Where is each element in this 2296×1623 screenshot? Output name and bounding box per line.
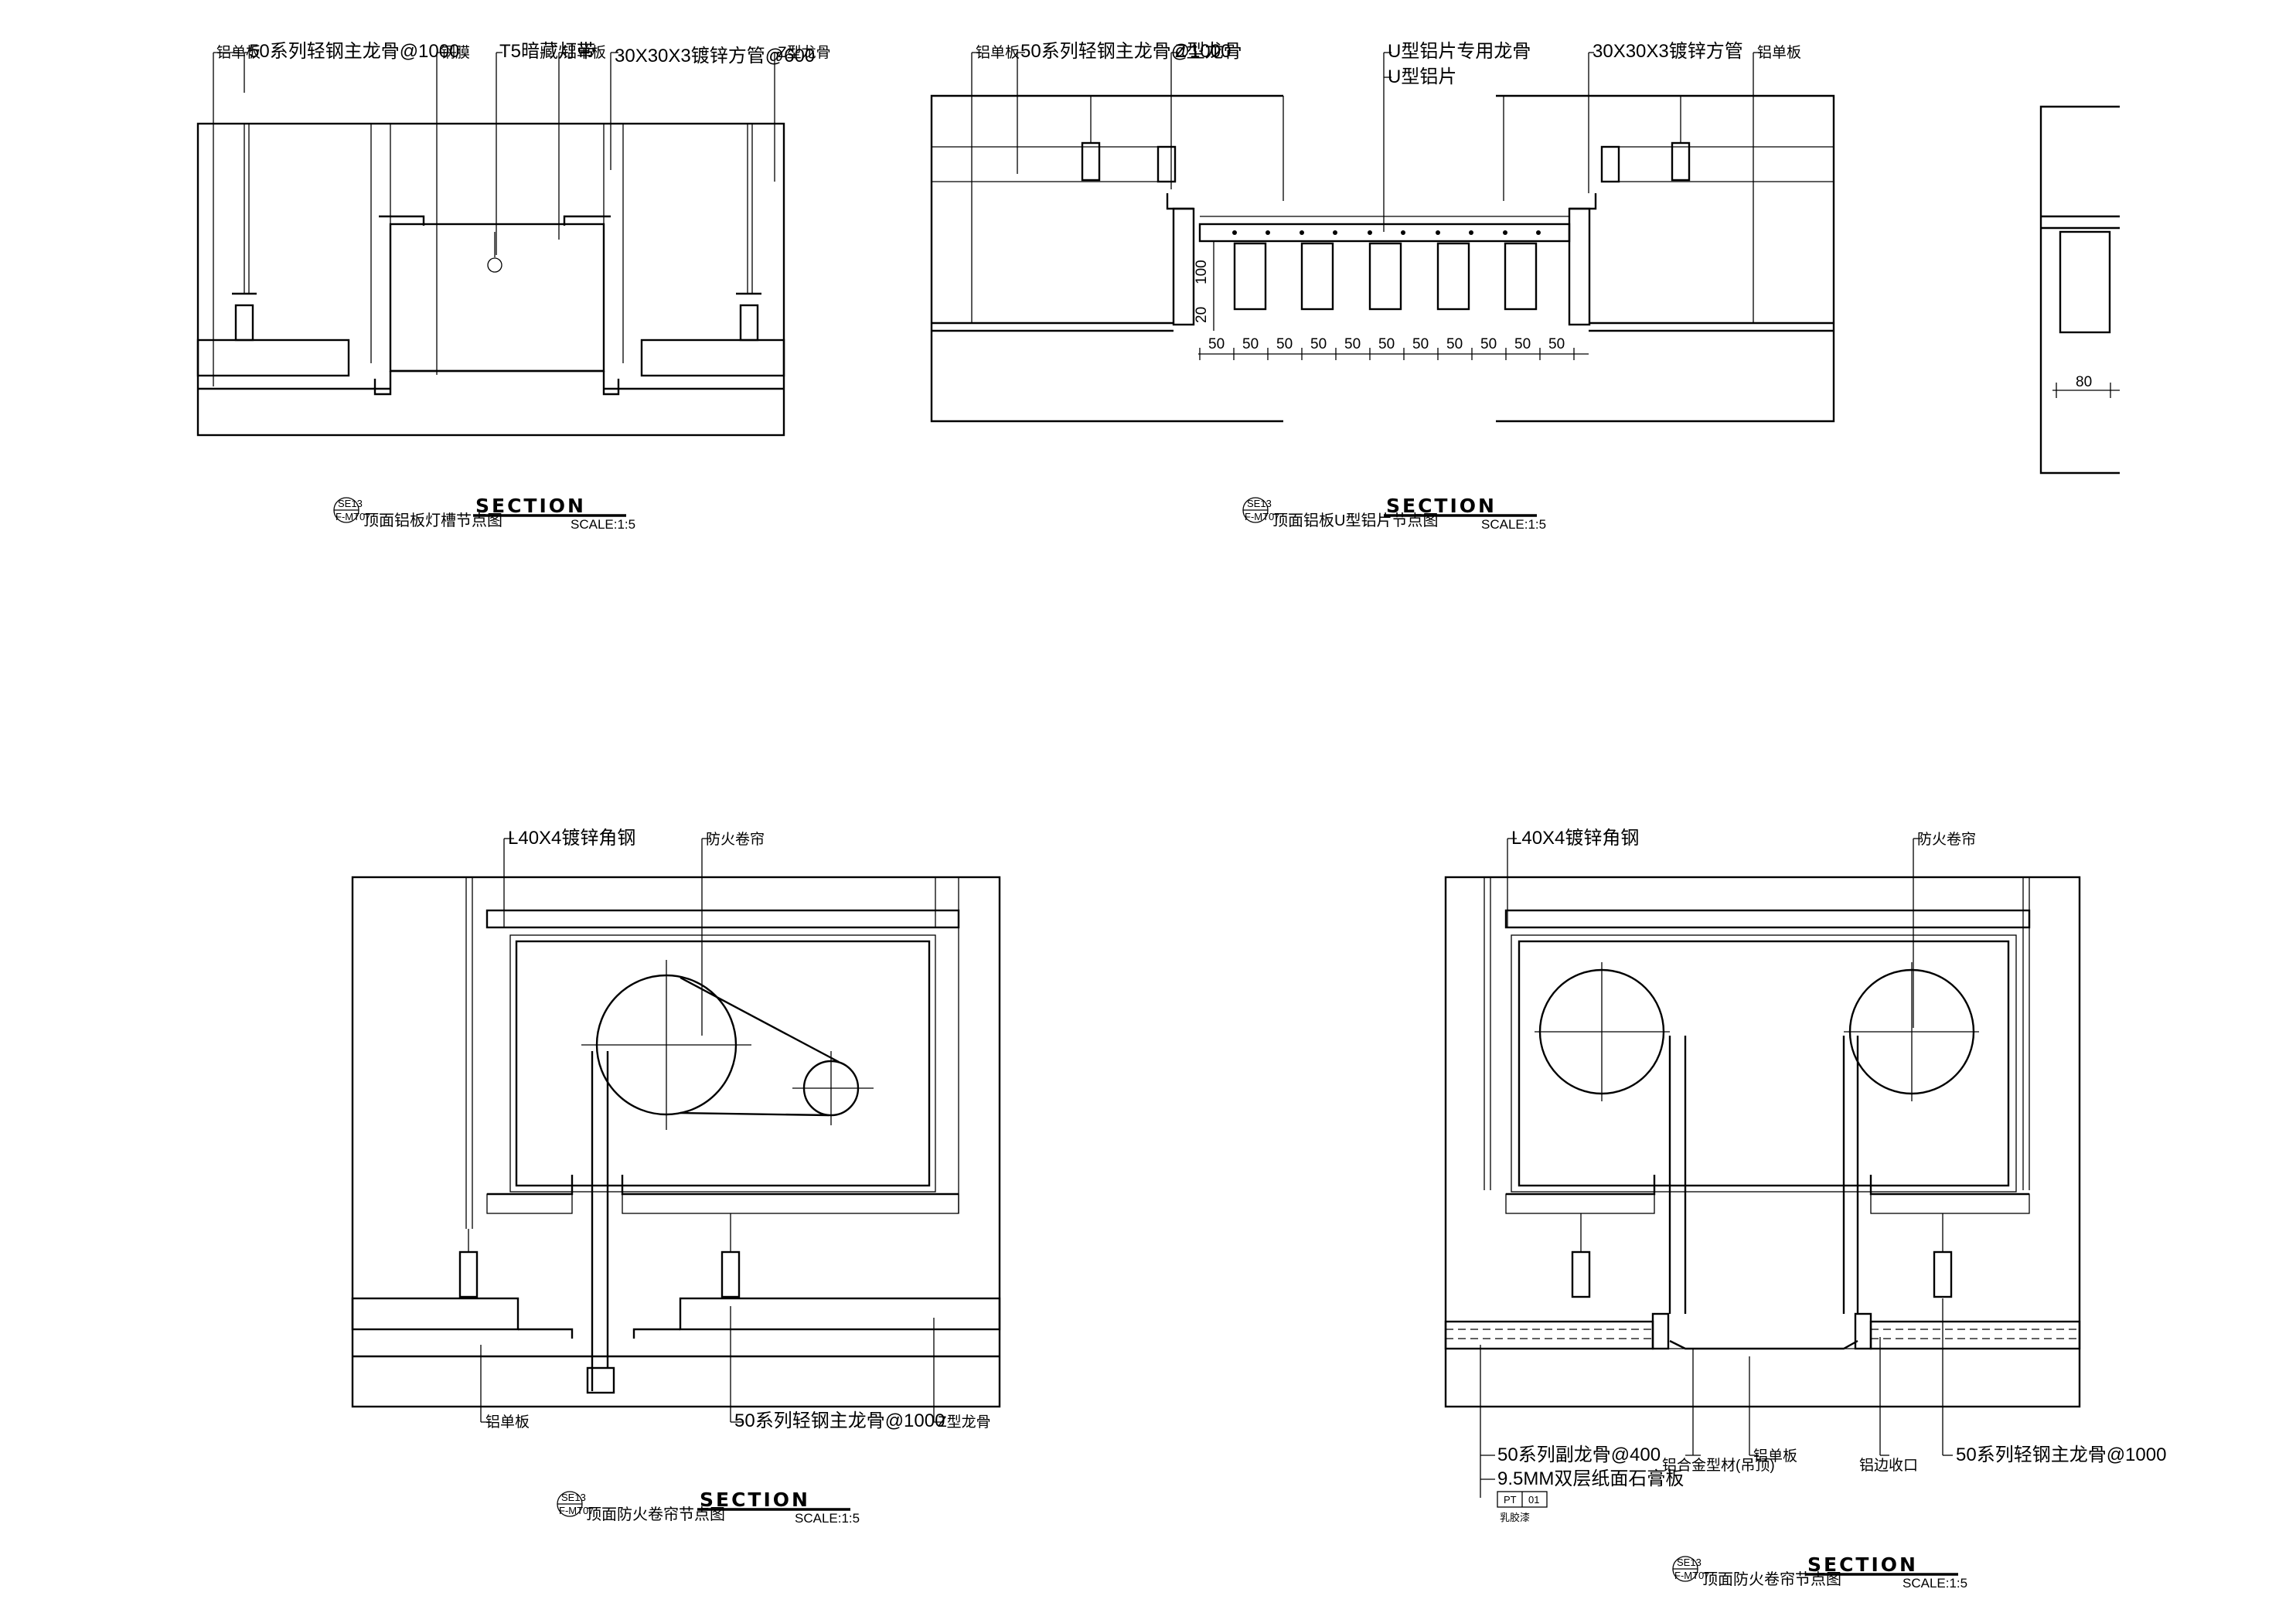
d5-scale: SCALE:1:5 xyxy=(1903,1576,1967,1591)
d2-label-6: 铝单板 xyxy=(1757,44,1801,61)
d5-label-7: 50系列轻钢主龙骨@1000 xyxy=(1956,1444,2166,1465)
d4-tag-bottom: F-MT07 xyxy=(559,1505,594,1516)
d5-material-tag: PT 01 乳胶漆 xyxy=(1497,1491,1548,1523)
d2-section-word: SECTION xyxy=(1386,495,1497,517)
d2-label-0: 铝单板 xyxy=(976,44,1020,61)
d2-dim-h9: 50 xyxy=(1514,336,1531,352)
d4-label-3: 50系列轻钢主龙骨@1000 xyxy=(734,1410,945,1431)
d2-dim-h5: 50 xyxy=(1378,336,1395,352)
d2-title-block: SE13 F-MT07 SECTION 顶面铝板U型铝片节点图 SCALE:1:… xyxy=(1242,495,1546,532)
d2-frame-left xyxy=(930,94,1283,423)
d1-tag-bottom: F-MT07 xyxy=(336,511,371,522)
detail-1-frame xyxy=(196,122,785,437)
d2-label-5: 30X30X3镀锌方管 xyxy=(1593,41,1743,62)
d2-dim-v0: 100 xyxy=(1194,260,1210,284)
d2-dim-h7: 50 xyxy=(1446,336,1463,352)
d4-label-0: L40X4镀锌角钢 xyxy=(508,828,635,849)
d5-label-3: 9.5MM双层纸面石膏板 xyxy=(1497,1468,1684,1489)
d5-frame xyxy=(1444,876,2081,1408)
d5-mat-label: 乳胶漆 xyxy=(1500,1512,1530,1523)
d5-title-name: 顶面防火卷帘节点图 xyxy=(1702,1570,1841,1588)
d2-label-1: 50系列轻钢主龙骨@1000 xyxy=(1020,41,1231,62)
d5-section-word: SECTION xyxy=(1807,1553,1918,1576)
d2-tag-bottom: F-MT07 xyxy=(1245,511,1280,522)
d4-title-block: SE13 F-MT07 SECTION 顶面防火卷帘节点图 SCALE:1:5 xyxy=(557,1489,860,1526)
d5-shutter-drums xyxy=(1535,962,1979,1101)
d5-label-4: 铝合金型材(吊顶) xyxy=(1662,1457,1775,1474)
detail-4-fire-shutter-single: L40X4镀锌角钢 防火卷帘 铝单板 50系列轻钢主龙骨@1000 Z型龙骨 S… xyxy=(351,828,1001,1526)
d2-u-strips xyxy=(1233,242,1538,311)
d4-tag-top: SE13 xyxy=(561,1492,586,1503)
detail-1-light-trough: 铝单板 50系列轻钢主龙骨@1000 钢膜 T5暗藏灯带 铝单板 30X30X3… xyxy=(196,41,831,532)
d5-mat-num: 01 xyxy=(1528,1494,1539,1506)
d2-dim-h4: 50 xyxy=(1344,336,1361,352)
d2-dim-h2: 50 xyxy=(1276,336,1293,352)
d2-scale: SCALE:1:5 xyxy=(1481,517,1546,532)
d2-label-4: U型铝片 xyxy=(1388,66,1456,87)
d1-label-4: 铝单板 xyxy=(562,44,606,61)
d4-label-1: 防火卷帘 xyxy=(706,831,765,848)
d1-label-6: Z型龙骨 xyxy=(778,44,831,61)
d1-label-2: 钢膜 xyxy=(441,44,470,61)
d5-label-5: 铝单板 xyxy=(1753,1448,1797,1465)
d2-dim-h3: 50 xyxy=(1310,336,1327,352)
d2-label-2: Z型龙骨 xyxy=(1175,41,1242,62)
detail-2-u-strip: 100 20 50 50 50 50 50 50 50 50 50 50 50 xyxy=(930,41,1835,532)
d4-frame xyxy=(351,876,1001,1408)
d4-label-2: 铝单板 xyxy=(485,1414,530,1431)
d2-tag-top: SE13 xyxy=(1247,498,1272,509)
d4-title-name: 顶面防火卷帘节点图 xyxy=(586,1506,725,1523)
d2-title-name: 顶面铝板U型铝片节点图 xyxy=(1272,512,1438,529)
d4-section-word: SECTION xyxy=(700,1489,810,1511)
d5-label-2: 50系列副龙骨@400 xyxy=(1497,1444,1661,1465)
d1-label-5: 30X30X3镀锌方管@600 xyxy=(615,46,815,66)
d2-dim-h6: 50 xyxy=(1412,336,1429,352)
d5-mat-code: PT xyxy=(1504,1494,1517,1506)
detail-5-fire-shutter-double: L40X4镀锌角钢 防火卷帘 50系列副龙骨@400 9.5MM双层纸面石膏板 … xyxy=(1444,828,2166,1591)
d1-label-0: 铝单板 xyxy=(216,44,261,61)
d1-label-3: T5暗藏灯带 xyxy=(499,41,595,62)
detail-3-partial: 80 xyxy=(2039,105,2120,475)
d1-title-name: 顶面铝板灯槽节点图 xyxy=(363,512,502,529)
d5-title-block: SE13 F-MT07 SECTION 顶面防火卷帘节点图 SCALE:1:5 xyxy=(1672,1553,1967,1591)
d4-label-4: Z型龙骨 xyxy=(938,1414,991,1431)
d4-shutter-drum xyxy=(581,960,874,1130)
d1-section-word: SECTION xyxy=(475,495,586,517)
d5-tag-bottom: F-MT07 xyxy=(1674,1570,1710,1581)
d1-tag-top: SE13 xyxy=(338,498,363,509)
d1-title-block: SE13 F-MT07 SECTION 顶面铝板灯槽节点图 SCALE:1:5 xyxy=(333,495,635,532)
d2-label-3: U型铝片专用龙骨 xyxy=(1388,41,1531,62)
d5-label-1: 防火卷帘 xyxy=(1917,831,1976,848)
d2-frame-right xyxy=(1496,94,1835,423)
d2-dim-h1: 50 xyxy=(1242,336,1259,352)
d5-label-6: 铝边收口 xyxy=(1859,1457,1918,1474)
d1-label-1: 50系列轻钢主龙骨@1000 xyxy=(249,41,459,62)
d1-scale: SCALE:1:5 xyxy=(571,517,635,532)
d2-dim-h8: 50 xyxy=(1480,336,1497,352)
d2-dim-h0: 50 xyxy=(1208,336,1225,352)
d5-label-0: L40X4镀锌角钢 xyxy=(1511,828,1639,849)
d2-dim-v1: 20 xyxy=(1194,307,1210,323)
d2-dim-h10: 50 xyxy=(1548,336,1565,352)
d4-scale: SCALE:1:5 xyxy=(795,1511,860,1526)
d5-tag-top: SE13 xyxy=(1677,1557,1702,1568)
d3-dim-0: 80 xyxy=(2076,374,2092,390)
